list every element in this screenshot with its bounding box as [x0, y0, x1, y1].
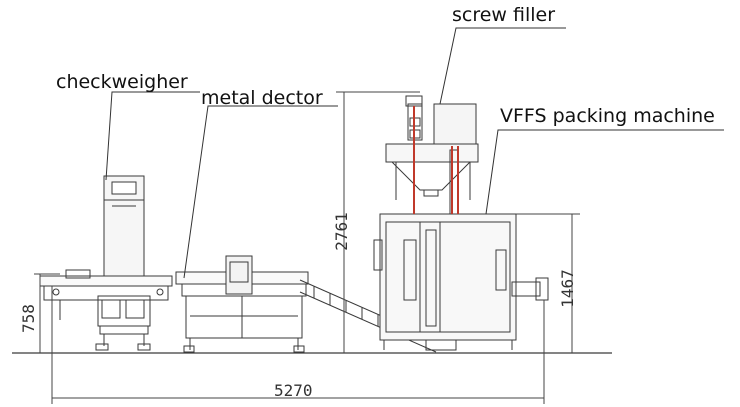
- vffs-label: VFFS packing machine: [500, 105, 715, 127]
- metal-detector: [175, 255, 309, 353]
- dimension-checkweigher-height: 758: [18, 304, 38, 333]
- vffs-machine: [373, 213, 549, 351]
- checkweigher: [39, 175, 173, 351]
- leader-vffs: [485, 129, 724, 215]
- screw-filler: [385, 95, 479, 215]
- product-flow: [413, 106, 459, 214]
- leader-screw-filler: [439, 27, 566, 105]
- metal-detector-label: metal dector: [201, 87, 323, 109]
- dimension-overall-height: 2761: [331, 212, 351, 251]
- leader-checkweigher: [105, 91, 200, 181]
- dimension-total-length: 5270: [274, 381, 313, 400]
- screw-filler-label: screw filler: [452, 4, 556, 26]
- leader-metal-detector: [183, 105, 338, 279]
- checkweigher-label: checkweigher: [56, 71, 188, 93]
- dimension-vffs-height: 1467: [557, 269, 577, 308]
